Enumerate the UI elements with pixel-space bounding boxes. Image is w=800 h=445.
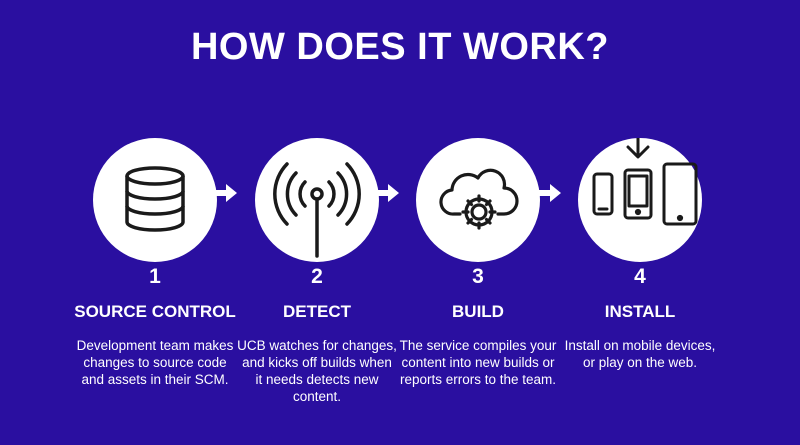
step-description: Development team makes changes to source…: [76, 338, 234, 387]
database-icon: [125, 166, 185, 232]
step-label: DETECT: [283, 302, 351, 321]
arrow-right-icon: [538, 183, 562, 203]
step-number: 1: [149, 265, 161, 288]
page-title: HOW DOES IT WORK?: [190, 26, 610, 68]
step-description: Install on mobile devices, or play on th…: [564, 338, 716, 370]
cloud-gear-icon: [439, 168, 519, 230]
step-label: INSTALL: [604, 302, 676, 321]
step-number: 2: [311, 265, 323, 288]
step-circle: [416, 138, 540, 262]
arrow-right-icon: [214, 183, 238, 203]
step-description: UCB watches for changes, and kicks off b…: [237, 338, 397, 404]
step-label: SOURCE CONTROL: [74, 302, 236, 321]
step-circle: [255, 138, 379, 262]
step-circle: [578, 138, 702, 262]
step-number: 4: [634, 265, 646, 288]
step-label: BUILD: [452, 302, 504, 321]
devices-download-icon: [592, 138, 698, 226]
step-description: The service compiles your content into n…: [399, 338, 557, 387]
arrow-right-icon: [376, 183, 400, 203]
broadcast-antenna-icon: [273, 162, 361, 258]
step-circle: [93, 138, 217, 262]
step-number: 3: [472, 265, 484, 288]
